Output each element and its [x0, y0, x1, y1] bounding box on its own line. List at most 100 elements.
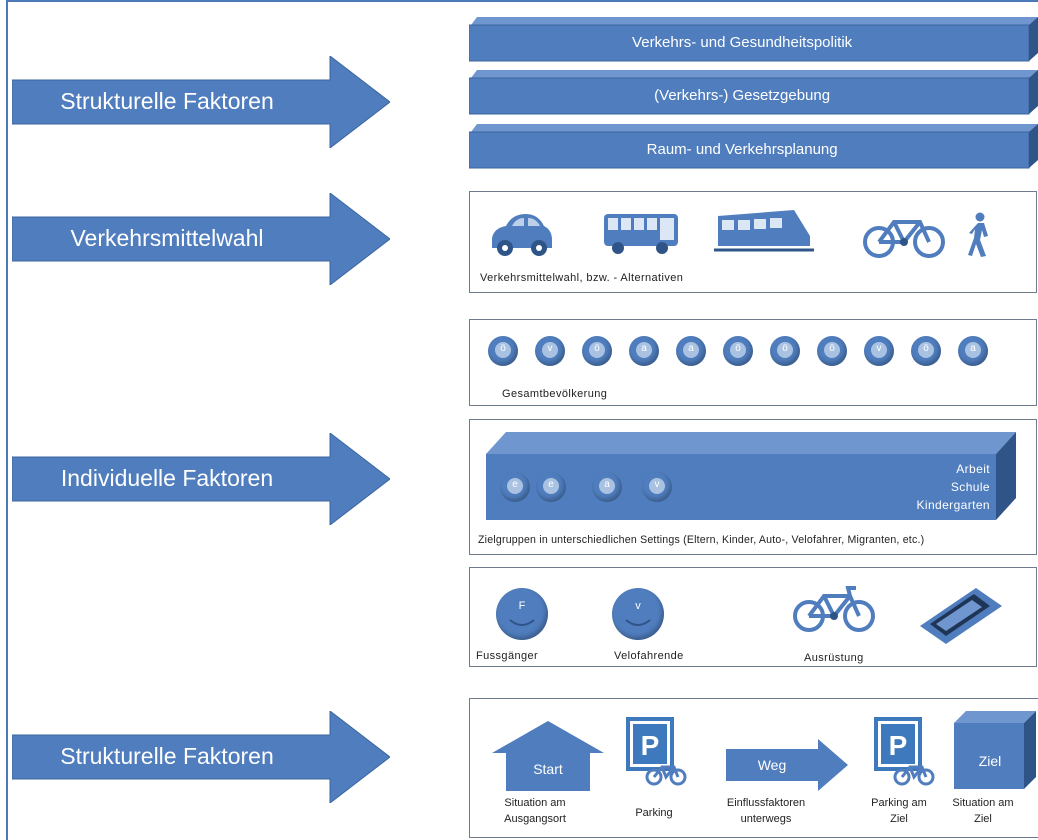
label-ausruestung: Ausrüstung	[804, 652, 864, 664]
face-letter: e	[548, 479, 554, 490]
bus-icon	[604, 214, 678, 254]
bar-label: Raum- und Verkehrsplanung	[646, 141, 838, 158]
face-letter: a	[641, 343, 647, 354]
mobile-phone-icon	[920, 588, 1002, 644]
face-highlight	[589, 342, 605, 358]
bar-gesetzgebung: (Verkehrs-) Gesetzgebung	[468, 70, 1038, 120]
person-face: a	[629, 336, 659, 366]
face-highlight	[543, 478, 559, 494]
box-journey: Start P Weg P Ziel Situation am Ausgangs…	[469, 698, 1038, 838]
face-letter: ö	[782, 343, 788, 354]
modes-caption: Verkehrsmittelwahl, bzw. - Alternativen	[480, 272, 684, 284]
face-highlight	[871, 342, 887, 358]
start-house	[492, 721, 604, 791]
face-highlight	[507, 478, 523, 494]
box-verkehrsmittelwahl: Verkehrsmittelwahl, bzw. - Alternativen	[469, 191, 1037, 293]
setting-schule: Schule	[950, 480, 990, 494]
arrow-strukturelle-faktoren-bottom: Strukturelle Faktoren	[12, 711, 390, 803]
parking-icon: P	[626, 717, 687, 786]
face-letter: v	[876, 343, 882, 354]
person-face: a	[676, 336, 706, 366]
box-individual: F v Fussgänger Velofahrende Ausrüstung	[469, 567, 1037, 667]
face-letter: ö	[923, 343, 929, 354]
face-letter: ö	[829, 343, 835, 354]
bar-label: Verkehrs- und Gesundheitspolitik	[632, 34, 853, 51]
face-highlight	[495, 342, 511, 358]
setting-block	[486, 432, 1016, 520]
person-face: a	[592, 472, 622, 502]
svg-text:P: P	[889, 730, 908, 761]
weg-arrow	[726, 739, 848, 791]
person-face: ö	[770, 336, 800, 366]
person-face: ö	[723, 336, 753, 366]
arrow-label: Strukturelle Faktoren	[60, 743, 274, 769]
caption-parking-ziel: Parking am Ziel	[871, 797, 927, 825]
ziel-cube	[954, 711, 1036, 789]
face-highlight	[824, 342, 840, 358]
person-face: ö	[817, 336, 847, 366]
arrow-label: Strukturelle Faktoren	[60, 88, 274, 114]
setting-arbeit: Arbeit	[956, 462, 990, 476]
label-fussgaenger: Fussgänger	[476, 650, 539, 662]
face-highlight	[683, 342, 699, 358]
face-letter: e	[512, 479, 518, 490]
arrow-verkehrsmittelwahl: Verkehrsmittelwahl	[12, 193, 390, 285]
face-letter: v	[547, 343, 553, 354]
face-letter: ö	[735, 343, 741, 354]
person-face: a	[958, 336, 988, 366]
settings-list: Arbeit Schule Kindergarten	[890, 460, 990, 514]
start-label: Start	[533, 761, 563, 777]
car-icon	[492, 214, 552, 256]
bicycle-icon	[863, 220, 945, 258]
arrow-label: Verkehrsmittelwahl	[70, 225, 264, 251]
pedestrian-icon	[968, 212, 988, 257]
arrow-strukturelle-faktoren-top: Strukturelle Faktoren	[12, 56, 390, 148]
ziel-label: Ziel	[978, 753, 1002, 769]
face-highlight	[730, 342, 746, 358]
arrow-label: Individuelle Faktoren	[60, 465, 274, 491]
arrow-individuelle-faktoren: Individuelle Faktoren	[12, 433, 390, 525]
caption-parking: Parking	[635, 807, 673, 819]
person-face: v	[642, 472, 672, 502]
bar-label: (Verkehrs-) Gesetzgebung	[654, 87, 831, 104]
face-letter: ö	[594, 343, 600, 354]
face-velofahrende: v	[612, 588, 664, 640]
bicycle-icon	[793, 586, 875, 632]
caption-start: Situation am Ausgangsort	[504, 797, 566, 825]
person-face: v	[864, 336, 894, 366]
box-gesamtbevoelkerung: ö v ö a a ö ö ö v ö a Gesamtbevölkerung	[469, 319, 1037, 406]
person-face: ö	[488, 336, 518, 366]
weg-label: Weg	[757, 757, 787, 773]
face-highlight	[542, 342, 558, 358]
label-velofahrende: Velofahrende	[614, 650, 684, 662]
face-letter: a	[604, 479, 610, 490]
face-highlight	[599, 478, 615, 494]
targets-caption: Zielgruppen in unterschiedlichen Setting…	[478, 534, 925, 546]
face-letter: a	[970, 343, 976, 354]
diagram-frame	[6, 0, 1038, 840]
face-highlight	[918, 342, 934, 358]
population-caption: Gesamtbevölkerung	[502, 388, 608, 400]
person-face: e	[536, 472, 566, 502]
face-letter: ö	[500, 343, 506, 354]
setting-kindergarten: Kindergarten	[916, 498, 990, 512]
parking-ziel-icon: P	[874, 717, 935, 786]
caption-weg: Einflussfaktoren unterwegs	[726, 797, 806, 825]
face-highlight	[965, 342, 981, 358]
person-face: v	[535, 336, 565, 366]
face-fussgaenger: F	[496, 588, 548, 640]
person-face: e	[500, 472, 530, 502]
caption-ziel: Situation am Ziel	[952, 797, 1014, 825]
face-letter: v	[654, 479, 660, 490]
face-highlight	[636, 342, 652, 358]
person-face: ö	[911, 336, 941, 366]
box-zielgruppen: e e a v Arbeit Schule Kindergarten Zielgrup…	[469, 419, 1037, 555]
train-icon	[714, 210, 814, 252]
face-letter: a	[688, 343, 694, 354]
bar-raumplanung: Raum- und Verkehrsplanung	[468, 124, 1038, 174]
face-highlight	[649, 478, 665, 494]
svg-text:P: P	[641, 730, 660, 761]
face-highlight	[777, 342, 793, 358]
bar-gesundheitspolitik: Verkehrs- und Gesundheitspolitik	[468, 17, 1038, 67]
person-face: ö	[582, 336, 612, 366]
